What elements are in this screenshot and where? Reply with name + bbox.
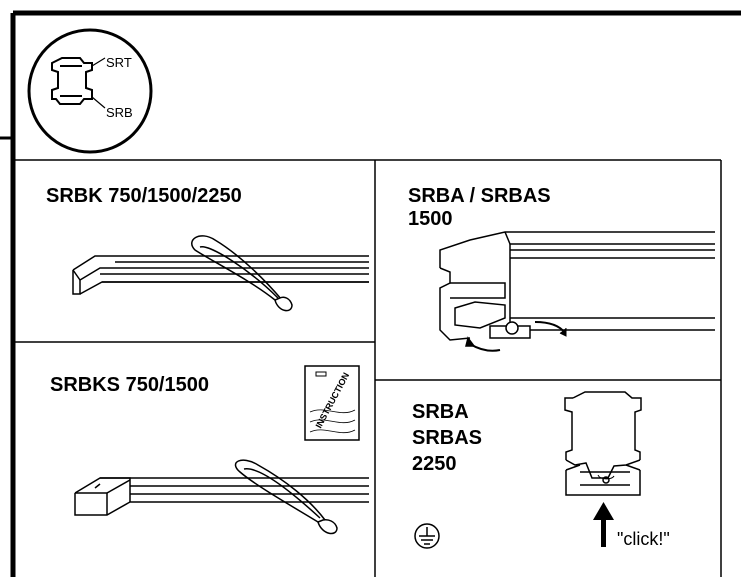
outer-frame <box>0 10 741 577</box>
srba-2250-line3: 2250 <box>412 453 457 475</box>
legend-srb-label: SRB <box>106 105 133 120</box>
profile-cross-section-icon <box>51 57 93 105</box>
srba-1500-title-line1: SRBA / SRBAS <box>408 185 551 207</box>
srba-2250-line2: SRBAS <box>412 427 483 449</box>
srbk-rail-drawing <box>72 235 369 312</box>
srba-1500-rail-drawing <box>439 231 715 352</box>
ground-icon <box>414 523 440 549</box>
srbks-clip-tool <box>234 459 338 535</box>
srba-2250-line1: SRBA <box>412 401 469 423</box>
srbks-title: SRBKS 750/1500 <box>50 374 209 396</box>
profile-legend <box>27 28 153 154</box>
srbk-title: SRBK 750/1500/2250 <box>46 185 242 207</box>
srbks-rail-drawing <box>74 459 369 535</box>
arrow-up-icon <box>593 502 614 547</box>
instruction-booklet-icon <box>304 365 360 441</box>
srbk-clip-tool <box>191 235 293 312</box>
srba-2250-cross-section <box>564 391 642 496</box>
click-label: "click!" <box>617 529 670 549</box>
legend-srt-label: SRT <box>106 55 132 70</box>
srba-1500-title-line2: 1500 <box>408 208 453 230</box>
